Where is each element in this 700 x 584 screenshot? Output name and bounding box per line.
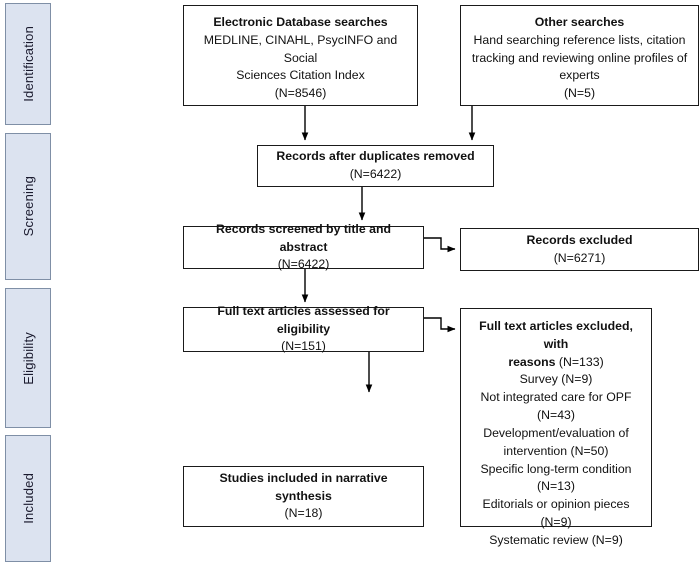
box-full-text-excluded-reason-survey: Survey (N=9) xyxy=(519,372,593,387)
box-full-text-excluded-total-count: (N=133) xyxy=(555,354,604,369)
stage-tab-identification-label: Identification xyxy=(20,26,36,102)
stage-tab-included-label: Included xyxy=(20,473,36,524)
box-studies-included: Studies included in narrative synthesis … xyxy=(183,466,424,527)
box-full-text-excluded-reasons-word: reasons xyxy=(508,354,556,369)
stage-tab-eligibility-label: Eligibility xyxy=(20,331,36,385)
box-full-text-excluded-title-line-2: reasons (N=133) xyxy=(469,354,643,372)
box-full-text-assessed-count: (N=151) xyxy=(281,339,326,354)
box-records-excluded: Records excluded (N=6271) xyxy=(460,228,699,271)
box-records-excluded-title: Records excluded xyxy=(526,232,633,247)
box-full-text-excluded-title-line-1: Full text articles excluded, with xyxy=(479,319,633,351)
box-other-searches-desc-3: experts xyxy=(559,68,600,83)
box-duplicates-removed-count: (N=6422) xyxy=(349,167,402,181)
box-full-text-excluded-with-reasons: Full text articles excluded, with reason… xyxy=(460,308,652,547)
box-full-text-excluded-reason-longterm-1: Specific long-term condition xyxy=(480,461,632,476)
box-other-searches-count: (N=5) xyxy=(563,86,596,101)
box-full-text-excluded-reason-editorials-1: Editorials or opinion pieces xyxy=(482,497,630,512)
box-full-text-excluded-reason-longterm-2: (N=13) xyxy=(537,479,575,494)
box-records-screened-title: Records screened by title and abstract xyxy=(216,221,391,254)
stage-tab-included: Included xyxy=(5,435,51,562)
box-records-excluded-count: (N=6271) xyxy=(553,250,606,265)
box-duplicates-removed-title: Records after duplicates removed xyxy=(276,149,475,164)
box-full-text-excluded-reason-systematic-review: Systematic review (N=9) xyxy=(489,532,623,547)
box-records-screened-count: (N=6422) xyxy=(277,257,330,272)
box-full-text-excluded-reason-development-1: Development/evaluation of xyxy=(483,425,629,440)
box-full-text-excluded-reason-not-integrated-1: Not integrated care for OPF xyxy=(480,390,632,405)
box-electronic-database-searches: Electronic Database searches MEDLINE, CI… xyxy=(183,5,418,106)
box-full-text-assessed-title: Full text articles assessed for eligibil… xyxy=(217,303,390,336)
box-electronic-database-sources-1: MEDLINE, CINAHL, PsycINFO and Social xyxy=(203,32,398,65)
stage-tab-identification: Identification xyxy=(5,3,51,125)
box-other-searches: Other searches Hand searching reference … xyxy=(460,5,699,106)
box-other-searches-title: Other searches xyxy=(534,15,625,29)
box-other-searches-desc-1: Hand searching reference lists, citation xyxy=(473,32,686,47)
box-full-text-excluded-reason-editorials-2: (N=9) xyxy=(540,515,572,530)
box-full-text-assessed: Full text articles assessed for eligibil… xyxy=(183,304,424,353)
box-records-after-duplicates-removed: Records after duplicates removed (N=6422… xyxy=(257,145,494,187)
box-studies-included-title: Studies included in narrative synthesis xyxy=(219,470,388,503)
stage-tab-eligibility: Eligibility xyxy=(5,288,51,428)
box-other-searches-desc-2: tracking and reviewing online profiles o… xyxy=(471,50,688,65)
connector-screened-to-excluded xyxy=(424,237,456,253)
box-full-text-excluded-reason-not-integrated-2: (N=43) xyxy=(537,408,575,423)
box-studies-included-count: (N=18) xyxy=(284,506,323,521)
connector-fulltext-to-excluded-reasons xyxy=(424,317,456,333)
box-electronic-database-sources-2: Sciences Citation Index xyxy=(236,68,365,83)
box-electronic-database-count: (N=8546) xyxy=(274,86,327,101)
stage-tab-screening-label: Screening xyxy=(20,176,36,237)
box-full-text-excluded-reason-development-2: intervention (N=50) xyxy=(503,443,609,458)
stage-tab-screening: Screening xyxy=(5,133,51,280)
box-electronic-database-title: Electronic Database searches xyxy=(213,15,388,29)
box-records-screened: Records screened by title and abstract (… xyxy=(183,222,424,271)
